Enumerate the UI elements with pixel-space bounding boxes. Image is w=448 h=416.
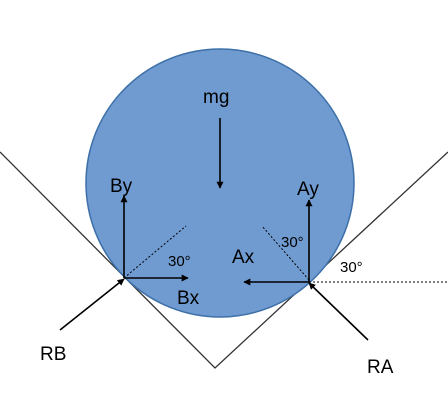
label-ra: RA [367, 357, 394, 378]
dashed-line-b [123, 225, 187, 279]
v-groove [0, 151, 448, 369]
label-ay: Ay [297, 179, 319, 200]
ra-arrow [308, 282, 369, 341]
label-angle-a-inner: 30° [281, 234, 304, 251]
label-mg: mg [203, 87, 229, 108]
label-angle-a-outer: 30° [340, 259, 363, 276]
label-bx: Bx [177, 288, 200, 309]
rb-arrow [59, 278, 125, 331]
label-by: By [110, 176, 133, 197]
label-angle-b: 30° [168, 253, 191, 270]
label-ax: Ax [232, 247, 255, 268]
label-rb: RB [40, 344, 66, 365]
